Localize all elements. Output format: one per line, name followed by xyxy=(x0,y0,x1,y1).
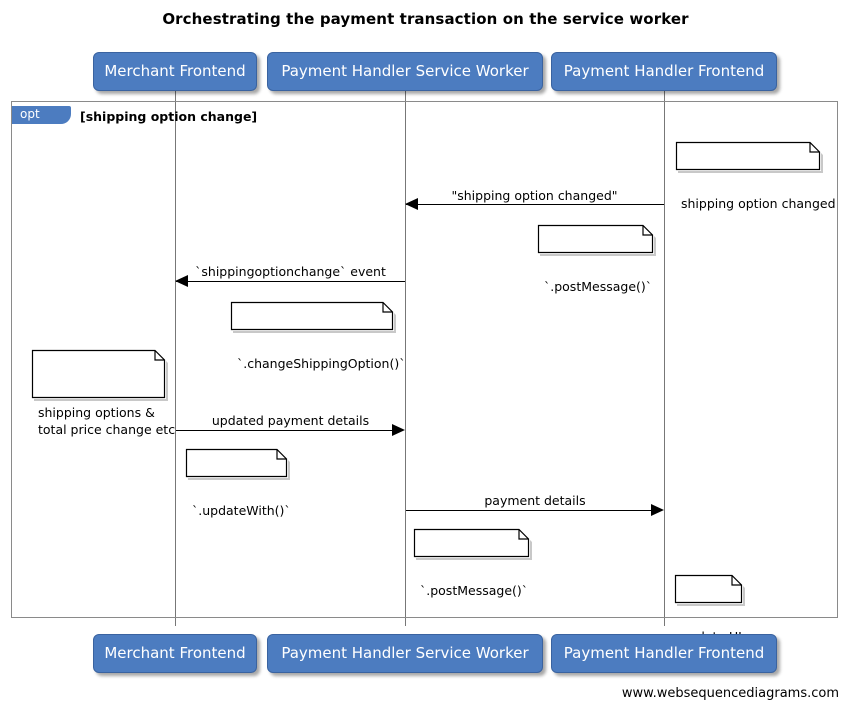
note-shipping-options-total-price: shipping options & total price change et… xyxy=(30,348,175,437)
message-label-shipping-option-changed: "shipping option changed" xyxy=(451,188,618,203)
participant-payment-handler-frontend-top[interactable]: Payment Handler Frontend xyxy=(551,52,777,91)
message-label-shippingoptionchange-event: `shippingoptionchange` event xyxy=(195,264,386,279)
participant-merchant-frontend-top[interactable]: Merchant Frontend xyxy=(93,52,257,91)
note-text: shipping options & total price change et… xyxy=(38,404,176,437)
note-shipping-option-changed: shipping option changed xyxy=(673,139,836,211)
fragment-opt-tag: opt xyxy=(12,106,71,125)
lifeline-merchant-frontend xyxy=(175,88,176,626)
fragment-opt xyxy=(11,101,838,618)
footer-watermark: www.websequencediagrams.com xyxy=(621,686,839,701)
participant-payment-handler-service-worker-top[interactable]: Payment Handler Service Worker xyxy=(267,52,543,91)
note-update-ui: update UI xyxy=(673,572,745,644)
note-shape-icon xyxy=(230,301,396,333)
message-arrowhead-updated-payment-details xyxy=(392,424,405,436)
participant-merchant-frontend-bottom[interactable]: Merchant Frontend xyxy=(93,634,257,673)
fragment-opt-guard: [shipping option change] xyxy=(80,109,258,124)
note-shape-icon xyxy=(537,224,656,256)
note-changeshippingoption: `.changeShippingOption()` xyxy=(229,299,405,371)
note-text: `.postMessage()` xyxy=(544,278,653,294)
lifeline-payment-handler-frontend xyxy=(664,88,665,626)
page-title: Orchestrating the payment transaction on… xyxy=(162,10,689,28)
lifeline-payment-handler-service-worker xyxy=(405,88,406,626)
message-arrowhead-shipping-option-changed xyxy=(405,198,418,210)
message-line-shipping-option-changed xyxy=(406,204,664,205)
message-arrowhead-payment-details xyxy=(651,504,664,516)
message-label-payment-details: payment details xyxy=(484,493,586,508)
message-label-updated-payment-details: updated payment details xyxy=(211,413,370,428)
note-text: `.postMessage()` xyxy=(420,582,529,598)
note-text: `.updateWith()` xyxy=(192,502,291,518)
note-shape-icon xyxy=(413,528,532,560)
note-text: `.changeShippingOption()` xyxy=(237,355,406,371)
participant-label: Payment Handler Frontend xyxy=(563,62,765,80)
message-line-payment-details xyxy=(406,510,652,511)
participant-payment-handler-service-worker-bottom[interactable]: Payment Handler Service Worker xyxy=(267,634,543,673)
participant-label: Merchant Frontend xyxy=(104,644,246,662)
note-shape-icon xyxy=(675,141,823,173)
message-arrowhead-shippingoptionchange-event xyxy=(175,275,188,287)
note-postmessage-2: `.postMessage()` xyxy=(412,526,532,598)
participant-label: Payment Handler Service Worker xyxy=(281,62,529,80)
participant-payment-handler-frontend-bottom[interactable]: Payment Handler Frontend xyxy=(551,634,777,673)
note-text: shipping option changed xyxy=(681,195,836,211)
note-shape-icon xyxy=(674,574,745,606)
note-updatewith: `.updateWith()` xyxy=(184,446,291,518)
message-line-updated-payment-details xyxy=(176,430,393,431)
participant-label: Merchant Frontend xyxy=(104,62,246,80)
participant-label: Payment Handler Service Worker xyxy=(281,644,529,662)
message-line-shippingoptionchange-event xyxy=(176,281,405,282)
note-shape-icon xyxy=(31,349,168,401)
note-shape-icon xyxy=(185,448,290,480)
participant-label: Payment Handler Frontend xyxy=(563,644,765,662)
note-postmessage-1: `.postMessage()` xyxy=(536,222,656,294)
